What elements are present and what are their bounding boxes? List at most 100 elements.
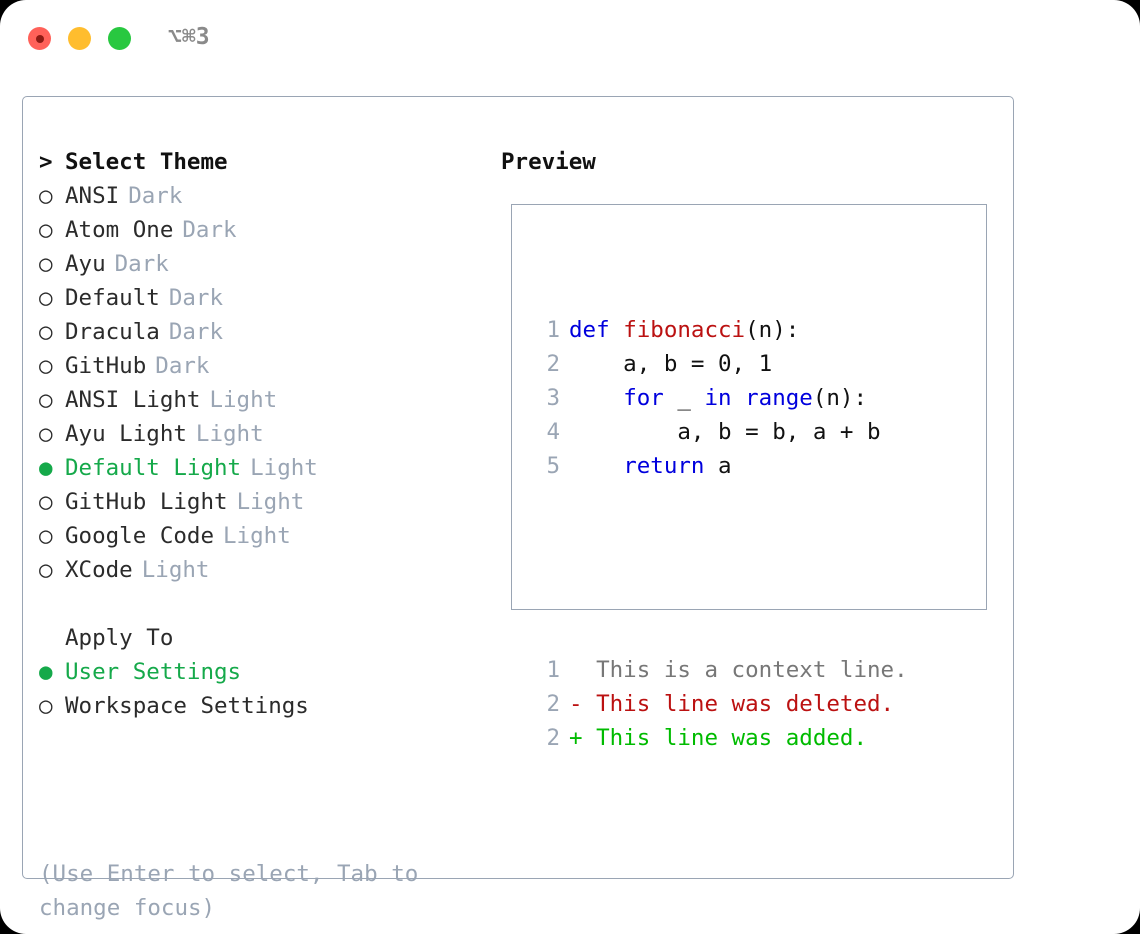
preview-title: Preview: [501, 149, 596, 175]
code-token: a, b = 0, 1: [569, 351, 773, 377]
code-token: range: [745, 385, 813, 411]
radio-unselected-icon: ○: [39, 319, 53, 345]
theme-item-mode: Dark: [168, 319, 224, 345]
section-spacer: [39, 587, 489, 621]
theme-item-label: Default Light: [65, 455, 242, 481]
minimize-button[interactable]: [68, 27, 91, 50]
theme-item-label: GitHub: [65, 353, 147, 379]
code-token: (n):: [745, 317, 800, 343]
code-token: (n):: [812, 385, 868, 411]
diff-text: This is a context line.: [582, 657, 908, 683]
diff-text: This line was added.: [582, 725, 868, 751]
code-diff-spacer: [534, 551, 908, 585]
preview-column: Preview: [501, 145, 1001, 179]
code-token: [569, 385, 623, 411]
diff-marker: -: [569, 691, 583, 717]
theme-item-label: Default: [65, 285, 160, 311]
theme-item-mode: Dark: [155, 353, 210, 379]
select-theme-heading: > Select Theme: [39, 145, 489, 179]
radio-unselected-icon: ○: [39, 693, 53, 719]
code-line: 5 return a: [534, 449, 908, 483]
code-token: a: [704, 453, 732, 479]
theme-item-mode: Light: [141, 557, 210, 583]
diff-line: 2 + This line was added.: [534, 721, 908, 755]
theme-item-mode: Dark: [128, 183, 183, 209]
diff-sample: 1 This is a context line. 2- This line wa…: [534, 653, 908, 755]
theme-list-item[interactable]: ○ GitHub Dark: [39, 349, 489, 383]
theme-item-mode: Dark: [168, 285, 224, 311]
radio-selected-icon: ●: [39, 455, 53, 481]
radio-unselected-icon: ○: [39, 183, 53, 209]
theme-list-item[interactable]: ● Default Light Light: [39, 451, 489, 485]
code-token: def: [569, 317, 624, 343]
caret-icon: >: [39, 149, 53, 175]
keyboard-hint: (Use Enter to select, Tab to change focu…: [39, 861, 419, 921]
code-token: [732, 385, 746, 411]
radio-unselected-icon: ○: [39, 217, 53, 243]
theme-item-label: Atom One: [65, 217, 174, 243]
line-number: 4: [546, 419, 560, 445]
code-line: 3 for _ in range(n):: [534, 381, 908, 415]
radio-unselected-icon: ○: [39, 523, 53, 549]
close-button[interactable]: [28, 27, 51, 50]
apply-to-item-label: Workspace Settings: [65, 693, 309, 719]
theme-item-label: ANSI Light: [65, 387, 201, 413]
code-line: 2 a, b = 0, 1: [534, 347, 908, 381]
theme-item-mode: Light: [250, 455, 318, 481]
line-number: 2: [546, 691, 560, 717]
radio-unselected-icon: ○: [39, 387, 53, 413]
theme-item-label: Ayu Light: [65, 421, 187, 447]
radio-unselected-icon: ○: [39, 557, 53, 583]
radio-selected-icon: ●: [39, 659, 53, 685]
theme-item-label: ANSI: [65, 183, 120, 209]
code-token: _: [663, 385, 705, 411]
theme-list-item[interactable]: ○ Dracula Dark: [39, 315, 489, 349]
theme-list-item[interactable]: ○ Atom One Dark: [39, 213, 489, 247]
line-number: 1: [546, 657, 560, 683]
code-token: fibonacci: [623, 317, 746, 343]
line-number: 2: [546, 351, 560, 377]
diff-marker: +: [569, 725, 583, 751]
select-theme-heading-label: Select Theme: [65, 149, 228, 175]
diff-text: This line was deleted.: [582, 691, 895, 717]
radio-unselected-icon: ○: [39, 489, 53, 515]
radio-unselected-icon: ○: [39, 353, 53, 379]
apply-to-item[interactable]: ○ Workspace Settings: [39, 689, 489, 723]
radio-unselected-icon: ○: [39, 251, 53, 277]
line-number: 2: [546, 725, 560, 751]
theme-item-mode: Light: [209, 387, 278, 413]
apply-to-heading: Apply To: [39, 621, 489, 655]
title-bar: ⌥⌘3: [0, 0, 1140, 78]
apply-to-item-label: User Settings: [65, 659, 242, 685]
apply-to-marker-placeholder: [39, 621, 65, 655]
code-token: a, b = b, a + b: [569, 419, 881, 445]
keyboard-shortcut-label: ⌥⌘3: [168, 24, 210, 50]
maximize-button[interactable]: [108, 27, 131, 50]
apply-to-item[interactable]: ● User Settings: [39, 655, 489, 689]
theme-item-label: Ayu: [65, 251, 106, 277]
diff-line: 1 This is a context line.: [534, 653, 908, 687]
theme-item-label: GitHub Light: [65, 489, 228, 515]
theme-item-mode: Dark: [182, 217, 237, 243]
theme-item-label: Dracula: [65, 319, 160, 345]
theme-list-item[interactable]: ○ ANSI Dark: [39, 179, 489, 213]
line-number: 5: [546, 453, 560, 479]
theme-list-item[interactable]: ○ ANSI Light Light: [39, 383, 489, 417]
theme-list-item[interactable]: ○ XCode Light: [39, 553, 489, 587]
code-line: 4 a, b = b, a + b: [534, 415, 908, 449]
code-token: in: [704, 385, 732, 411]
theme-item-label: XCode: [65, 557, 133, 583]
theme-item-label: Google Code: [65, 523, 215, 549]
radio-unselected-icon: ○: [39, 421, 53, 447]
